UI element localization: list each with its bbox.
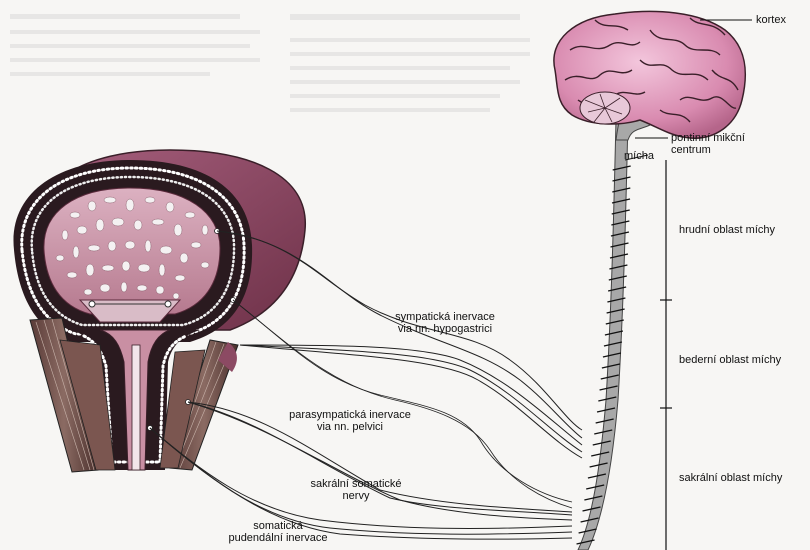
- label-pudendal-line2: pudendální inervace: [218, 532, 338, 544]
- label-parasympathetic: parasympatická inervace via nn. pelvici: [270, 409, 430, 433]
- label-parasympathetic-line2: via nn. pelvici: [270, 421, 430, 433]
- label-sympathetic-line1: sympatická inervace: [380, 311, 510, 323]
- label-kortex: kortex: [756, 14, 786, 26]
- cerebellum: [580, 92, 630, 124]
- label-thoracic-region: hrudní oblast míchy: [679, 224, 775, 236]
- label-sympathetic: sympatická inervace via nn. hypogastrici: [380, 311, 510, 335]
- ureteral-orifice-left: [89, 301, 95, 307]
- label-lumbar-region: bederní oblast míchy: [679, 354, 781, 366]
- label-sympathetic-line2: via nn. hypogastrici: [380, 323, 510, 335]
- label-parasympathetic-line1: parasympatická inervace: [270, 409, 430, 421]
- label-sacral-somatic-line1: sakrální somatické: [296, 478, 416, 490]
- brain: [554, 11, 745, 138]
- spinal-cord: [577, 120, 631, 550]
- label-pudendal-line1: somatická: [218, 520, 338, 532]
- background-page-text: [10, 14, 530, 112]
- bladder: [13, 150, 305, 472]
- label-pudendal: somatická pudendální inervace: [218, 520, 338, 544]
- label-sacral-somatic-line2: nervy: [296, 490, 416, 502]
- label-sacral-somatic: sakrální somatické nervy: [296, 478, 416, 502]
- ureteral-orifice-right: [165, 301, 171, 307]
- label-pontine-center-line2: centrum: [671, 144, 711, 156]
- label-sacral-region: sakrální oblast míchy: [679, 472, 782, 484]
- spinal-region-bracket: [660, 160, 672, 550]
- label-pontine-center-line1: pontinní mikční: [671, 132, 745, 144]
- label-micha: mícha: [624, 150, 654, 162]
